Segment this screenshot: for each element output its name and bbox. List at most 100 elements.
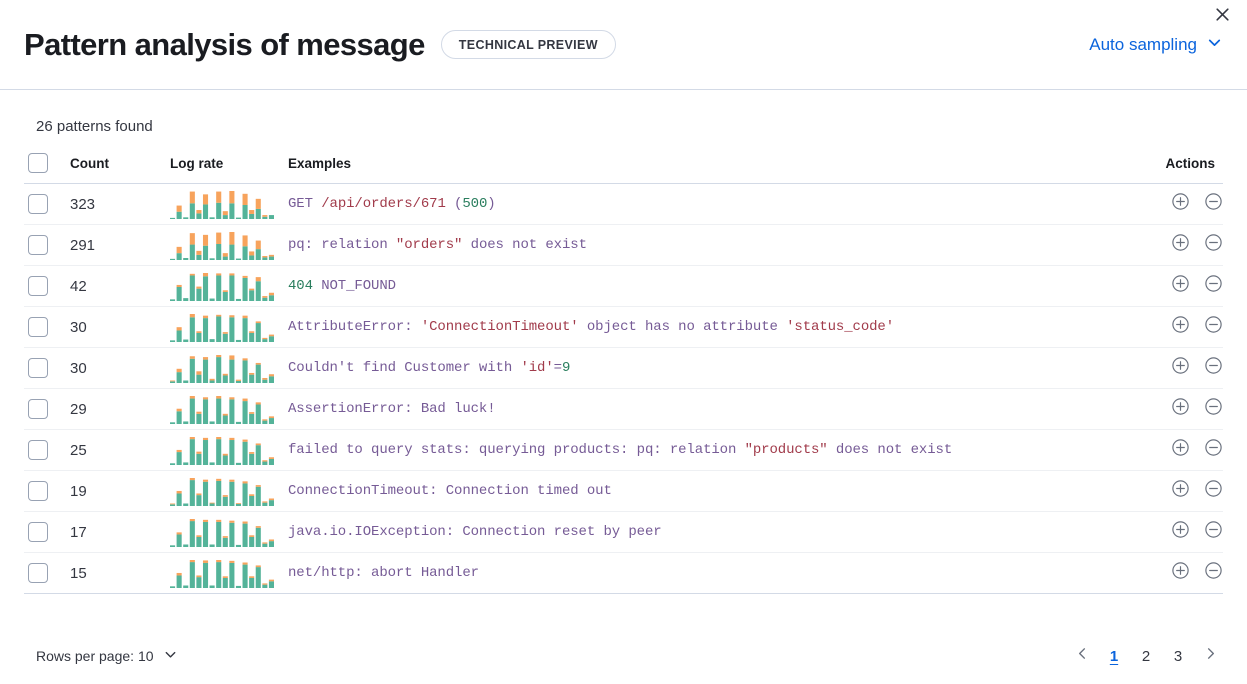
row-select-cell <box>24 470 70 512</box>
row-select-cell <box>24 183 70 225</box>
minus-in-circle-icon[interactable] <box>1204 438 1223 457</box>
actions-header: Actions <box>1113 153 1223 184</box>
count-header[interactable]: Count <box>70 153 170 184</box>
row-checkbox[interactable] <box>28 563 48 583</box>
example-token: /api/orders/671 <box>321 196 446 212</box>
row-checkbox[interactable] <box>28 440 48 460</box>
page-title: Pattern analysis of message <box>24 26 425 62</box>
example-token: net/http: abort Handler <box>288 565 479 581</box>
example-token: ConnectionTimeout: Connection timed out <box>288 483 612 499</box>
example-token: 500 <box>462 196 488 212</box>
plus-in-circle-icon[interactable] <box>1171 274 1190 293</box>
row-actions <box>1113 388 1223 430</box>
row-example: java.io.IOException: Connection reset by… <box>288 524 1113 540</box>
minus-in-circle-icon[interactable] <box>1204 561 1223 580</box>
chevron-right-icon <box>1203 646 1218 666</box>
flyout-header: Pattern analysis of message TECHNICAL PR… <box>0 0 1247 90</box>
row-checkbox[interactable] <box>28 399 48 419</box>
example-token: java.io.IOException: Connection reset by… <box>288 524 662 540</box>
chevron-down-icon <box>163 647 178 665</box>
row-checkbox[interactable] <box>28 358 48 378</box>
row-checkbox[interactable] <box>28 276 48 296</box>
close-icon <box>1214 6 1231 28</box>
example-token: 404 <box>288 278 313 294</box>
row-example: Couldn't find Customer with 'id'=9 <box>288 360 1113 376</box>
pagination-page-3[interactable]: 3 <box>1173 647 1183 665</box>
row-actions <box>1113 183 1223 225</box>
row-actions <box>1113 306 1223 348</box>
example-token: does not exist <box>827 442 953 458</box>
title-group: Pattern analysis of message TECHNICAL PR… <box>24 27 616 63</box>
row-count: 19 <box>70 470 170 512</box>
example-token: = <box>553 360 562 376</box>
example-token: 'status_code' <box>786 319 895 335</box>
table-row[interactable]: 19 ConnectionTimeout: Connection timed ou… <box>24 470 1223 512</box>
row-log-rate-sparkline <box>170 470 288 512</box>
pagination-pages: 1 2 3 <box>1101 643 1191 669</box>
plus-in-circle-icon[interactable] <box>1171 561 1190 580</box>
plus-in-circle-icon[interactable] <box>1171 438 1190 457</box>
minus-in-circle-icon[interactable] <box>1204 356 1223 375</box>
example-token: ) <box>487 196 496 212</box>
minus-in-circle-icon[interactable] <box>1204 315 1223 334</box>
row-example: AttributeError: 'ConnectionTimeout' obje… <box>288 319 1113 335</box>
minus-in-circle-icon[interactable] <box>1204 233 1223 252</box>
row-checkbox[interactable] <box>28 522 48 542</box>
log-rate-header[interactable]: Log rate <box>170 153 288 184</box>
minus-in-circle-icon[interactable] <box>1204 192 1223 211</box>
pagination-page-1[interactable]: 1 <box>1109 647 1119 665</box>
examples-header[interactable]: Examples <box>288 153 1113 184</box>
row-log-rate-sparkline <box>170 347 288 389</box>
plus-in-circle-icon[interactable] <box>1171 479 1190 498</box>
close-button[interactable] <box>1209 4 1235 30</box>
row-actions <box>1113 511 1223 553</box>
rows-per-page-selector[interactable]: Rows per page: 10 <box>24 647 178 665</box>
minus-in-circle-icon[interactable] <box>1204 274 1223 293</box>
example-token: "orders" <box>395 237 463 253</box>
minus-in-circle-icon[interactable] <box>1204 397 1223 416</box>
status-badge: TECHNICAL PREVIEW <box>440 30 616 59</box>
patterns-found-text: 26 patterns found <box>36 118 153 135</box>
select-all-checkbox[interactable] <box>28 153 48 173</box>
row-checkbox[interactable] <box>28 317 48 337</box>
plus-in-circle-icon[interactable] <box>1171 397 1190 416</box>
row-checkbox[interactable] <box>28 235 48 255</box>
rows-per-page-label: Rows per page: 10 <box>36 648 154 664</box>
flyout-body: 26 patterns found Count Log rate Example… <box>0 90 1247 594</box>
row-select-cell <box>24 265 70 307</box>
example-token: Couldn't find Customer with <box>288 360 521 376</box>
plus-in-circle-icon[interactable] <box>1171 520 1190 539</box>
plus-in-circle-icon[interactable] <box>1171 233 1190 252</box>
example-token: "products" <box>744 442 828 458</box>
pagination-page-2[interactable]: 2 <box>1141 647 1151 665</box>
row-select-cell <box>24 388 70 430</box>
minus-in-circle-icon[interactable] <box>1204 479 1223 498</box>
pagination-prev-button[interactable] <box>1069 643 1095 669</box>
plus-in-circle-icon[interactable] <box>1171 356 1190 375</box>
minus-in-circle-icon[interactable] <box>1204 520 1223 539</box>
row-actions <box>1113 347 1223 389</box>
row-checkbox[interactable] <box>28 481 48 501</box>
sampling-selector[interactable]: Auto sampling <box>1089 34 1223 56</box>
row-log-rate-sparkline <box>170 388 288 430</box>
pagination-next-button[interactable] <box>1197 643 1223 669</box>
row-example: AssertionError: Bad luck! <box>288 401 1113 417</box>
row-example: failed to query stats: querying products… <box>288 442 1113 458</box>
plus-in-circle-icon[interactable] <box>1171 315 1190 334</box>
row-checkbox[interactable] <box>28 194 48 214</box>
row-example: pq: relation "orders" does not exist <box>288 237 1113 253</box>
example-token: AssertionError: Bad luck! <box>288 401 496 417</box>
row-actions <box>1113 224 1223 266</box>
plus-in-circle-icon[interactable] <box>1171 192 1190 211</box>
